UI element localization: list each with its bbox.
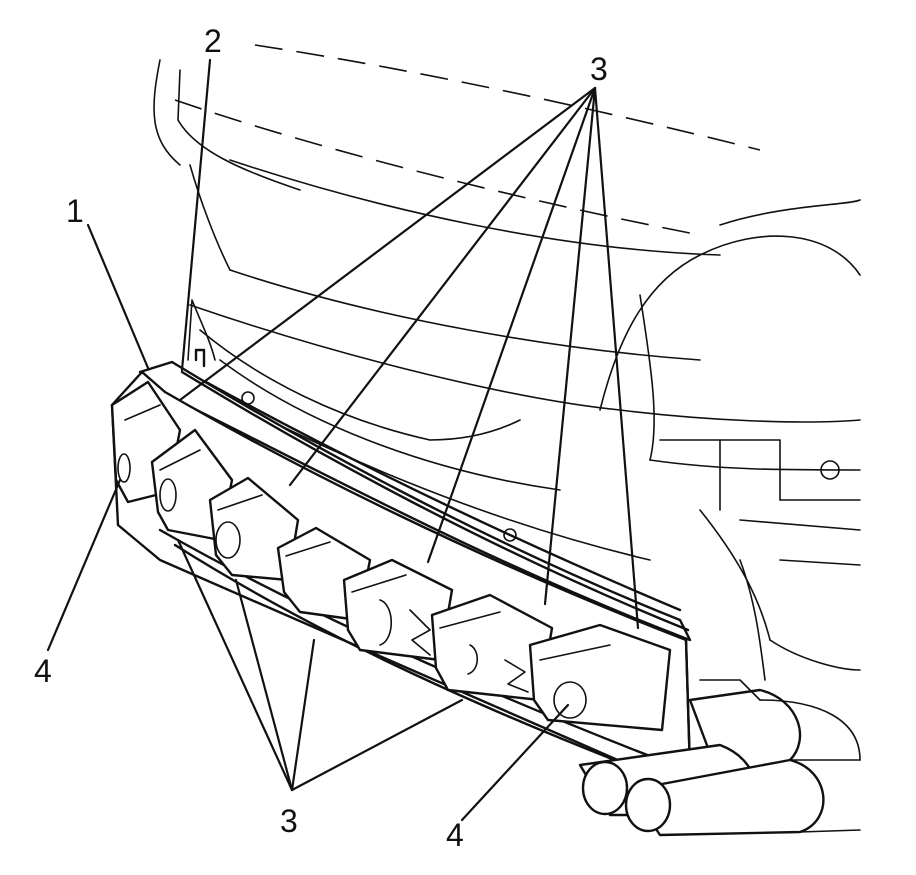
vehicle-body-outline [153,44,861,681]
callout-3-bottom: 3 [280,803,298,839]
leader-lines [46,58,640,822]
callout-4-right: 4 [446,817,464,853]
mounting-hole [159,478,177,512]
callouts: 1 2 3 3 4 4 [34,23,608,853]
exhaust-tips [578,679,861,837]
callout-1: 1 [66,193,84,229]
bumper-impact-bar [138,348,692,642]
mounting-hole [215,521,241,559]
absorber-block-7 [528,623,672,732]
mounting-hole [117,453,131,483]
energy-absorber [110,370,692,777]
callout-2: 2 [204,23,222,59]
callout-3-top: 3 [590,51,608,87]
mounting-hole [553,681,587,719]
callout-4-left: 4 [34,653,52,689]
